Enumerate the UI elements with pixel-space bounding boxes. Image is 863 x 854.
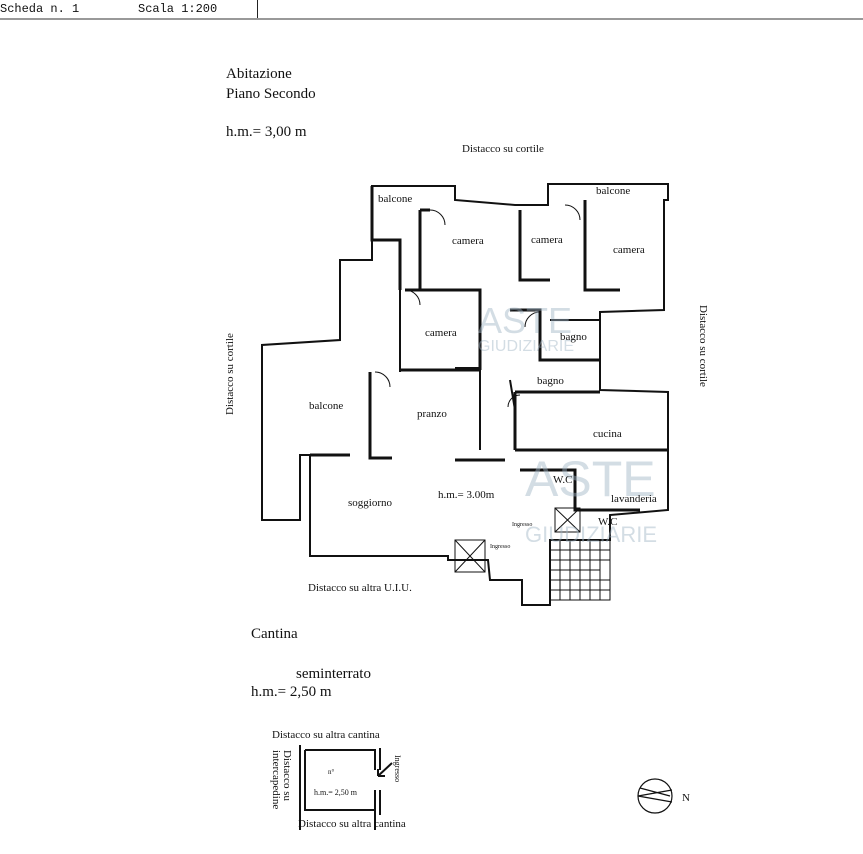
bottom-boundary-label: Distacco su altra U.I.U. bbox=[308, 582, 412, 594]
room-label: W.C bbox=[598, 516, 618, 528]
room-label: bagno bbox=[537, 375, 564, 387]
compass-north-label: N bbox=[682, 792, 690, 804]
elevator-icon bbox=[454, 507, 581, 573]
door-swings bbox=[374, 204, 581, 408]
cantina-height: h.m.= 2,50 m bbox=[251, 684, 332, 700]
cantina-title: Cantina bbox=[251, 626, 298, 642]
top-boundary-label: Distacco su cortile bbox=[462, 143, 544, 155]
cantina-inner-height: h.m.= 2,50 m bbox=[314, 788, 357, 797]
cantina-outline bbox=[299, 745, 381, 830]
cantina-number: n° bbox=[328, 768, 335, 776]
sheet-header: Scheda n. 1 Scala 1:200 bbox=[0, 0, 863, 20]
left-boundary-label: Distacco su cortile bbox=[224, 333, 236, 415]
entry-label: Ingresso bbox=[490, 544, 511, 550]
room-label: camera bbox=[531, 234, 563, 246]
room-label: lavanderia bbox=[611, 493, 657, 505]
room-label: bagno bbox=[560, 331, 587, 343]
room-label: balcone bbox=[378, 193, 413, 205]
room-label: soggiorno bbox=[348, 497, 392, 509]
room-label: W.C bbox=[553, 474, 573, 486]
interior-walls bbox=[399, 290, 600, 450]
sheet-number: Scheda n. 1 bbox=[0, 2, 80, 16]
header-divider bbox=[257, 0, 258, 18]
room-label: camera bbox=[613, 244, 645, 256]
right-boundary-label: Distacco su cortile bbox=[697, 305, 709, 387]
stair-icon bbox=[549, 539, 611, 601]
room-label: balcone bbox=[596, 185, 631, 197]
plan-height: h.m.= 3,00 m bbox=[226, 124, 307, 140]
plan-title: Abitazione bbox=[226, 66, 292, 82]
cantina-level: seminterrato bbox=[296, 666, 371, 682]
inner-height-label: h.m.= 3.00m bbox=[438, 489, 495, 501]
watermark: ASTE bbox=[525, 451, 656, 507]
room-label: pranzo bbox=[417, 408, 447, 420]
watermark: GIUDIZIARIE bbox=[478, 338, 575, 355]
cantina-bottom-label: Distacco su altra cantina bbox=[298, 818, 406, 830]
cantina-entry-label: Ingresso bbox=[393, 755, 402, 783]
balcony-walls bbox=[310, 186, 668, 512]
plan-subtitle: Piano Secondo bbox=[226, 86, 316, 102]
sheet-scale: Scala 1:200 bbox=[138, 2, 218, 16]
arrow-icon bbox=[377, 762, 393, 777]
room-label: camera bbox=[452, 235, 484, 247]
watermark: GIUDIZIARIE bbox=[525, 522, 658, 547]
entry-label: Ingresso bbox=[512, 522, 533, 528]
room-label: cucina bbox=[593, 428, 622, 440]
room-label: camera bbox=[425, 327, 457, 339]
watermark: ASTE bbox=[478, 300, 573, 341]
room-label: balcone bbox=[309, 400, 344, 412]
compass-icon bbox=[637, 778, 673, 814]
cantina-top-label: Distacco su altra cantina bbox=[272, 729, 380, 741]
cantina-left-label: Distacco su intercapedine bbox=[270, 750, 293, 810]
